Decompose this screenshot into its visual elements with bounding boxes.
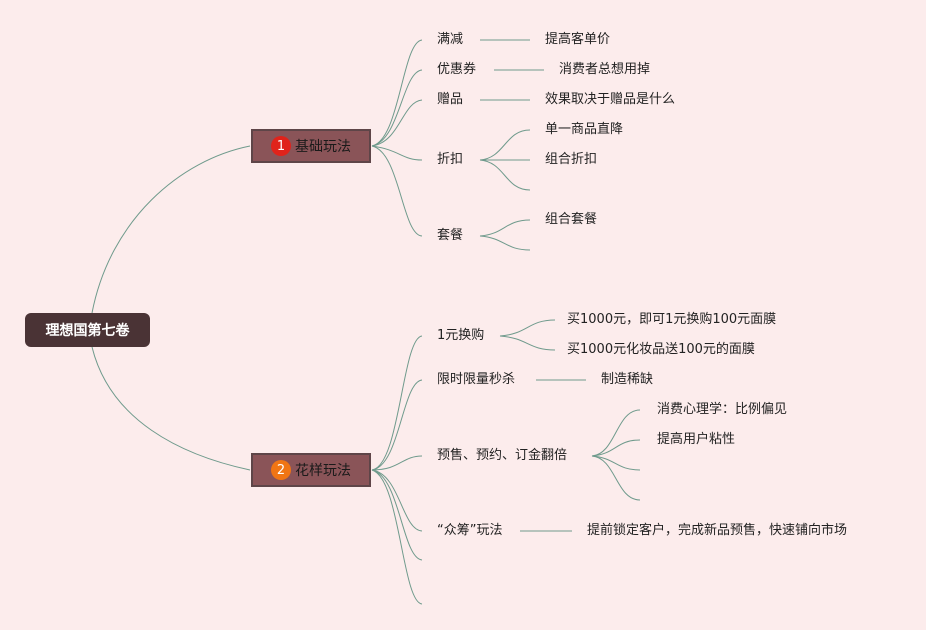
- priority-2-icon: 2: [271, 460, 291, 480]
- branch-label: 基础玩法: [295, 139, 351, 155]
- topic-crowdfunding[interactable]: “众筹”玩法: [437, 523, 503, 538]
- branch-label: 花样玩法: [295, 463, 351, 479]
- subtopic[interactable]: 消费心理学：比例偏见: [657, 402, 788, 417]
- link-b2-c1: [371, 335, 423, 471]
- link-b2-c3: [371, 455, 423, 471]
- topic-1yuan-redemption[interactable]: 1元换购: [437, 328, 485, 343]
- subtopic[interactable]: 制造稀缺: [601, 372, 654, 387]
- link-b1-c5: [371, 145, 423, 237]
- topic-coupon[interactable]: 优惠券: [437, 62, 477, 77]
- topic-manjian[interactable]: 满减: [437, 32, 464, 47]
- link-b1-c2: [371, 69, 423, 147]
- topic-presale[interactable]: 预售、预约、订金翻倍: [437, 448, 568, 463]
- link-b2-c5: [371, 469, 423, 561]
- subtopic[interactable]: 提前锁定客户，完成新品预售，快速铺向市场: [587, 523, 848, 538]
- topic-discount[interactable]: 折扣: [437, 152, 464, 167]
- subtopic[interactable]: 买1000元，即可1元换购100元面膜: [567, 312, 777, 327]
- link-b1c4-s1: [479, 129, 531, 161]
- link-b2c3-s2: [591, 439, 641, 457]
- link-b1c5-s1: [479, 219, 531, 237]
- topic-flash-sale[interactable]: 限时限量秒杀: [437, 372, 516, 387]
- subtopic[interactable]: 组合套餐: [545, 212, 598, 227]
- link-b2-c4: [371, 469, 423, 532]
- priority-1-icon: 1: [271, 136, 291, 156]
- link-b2-c2: [371, 379, 423, 471]
- link-b1c4-s3: [479, 159, 531, 191]
- subtopic[interactable]: 单一商品直降: [545, 122, 624, 137]
- branch-fancy[interactable]: 2 花样玩法: [251, 453, 371, 487]
- link-root-branch-1: [91, 145, 251, 314]
- link-b2c3-s4: [591, 455, 641, 501]
- subtopic[interactable]: 组合折扣: [545, 152, 598, 167]
- link-b1-c1: [371, 39, 423, 147]
- link-b1c5-s2: [479, 235, 531, 251]
- link-b2c1-s1: [499, 319, 556, 337]
- topic-bundle[interactable]: 套餐: [437, 228, 464, 243]
- link-b2-c6: [371, 469, 423, 605]
- branch-basic[interactable]: 1 基础玩法: [251, 129, 371, 163]
- subtopic[interactable]: 提高用户粘性: [657, 432, 736, 447]
- link-b1-c4: [371, 145, 423, 161]
- topic-gift[interactable]: 赠品: [437, 92, 464, 107]
- link-b2c3-s1: [591, 409, 641, 457]
- subtopic[interactable]: 消费者总想用掉: [559, 62, 651, 77]
- link-b1-c3: [371, 99, 423, 147]
- subtopic[interactable]: 买1000元化妆品送100元的面膜: [567, 342, 755, 357]
- subtopic[interactable]: 提高客单价: [545, 32, 611, 47]
- link-root-branch-2: [91, 346, 251, 471]
- root-topic[interactable]: 理想国第七卷: [25, 313, 150, 347]
- link-b2c1-s2: [499, 335, 556, 351]
- subtopic[interactable]: 效果取决于赠品是什么: [545, 92, 676, 107]
